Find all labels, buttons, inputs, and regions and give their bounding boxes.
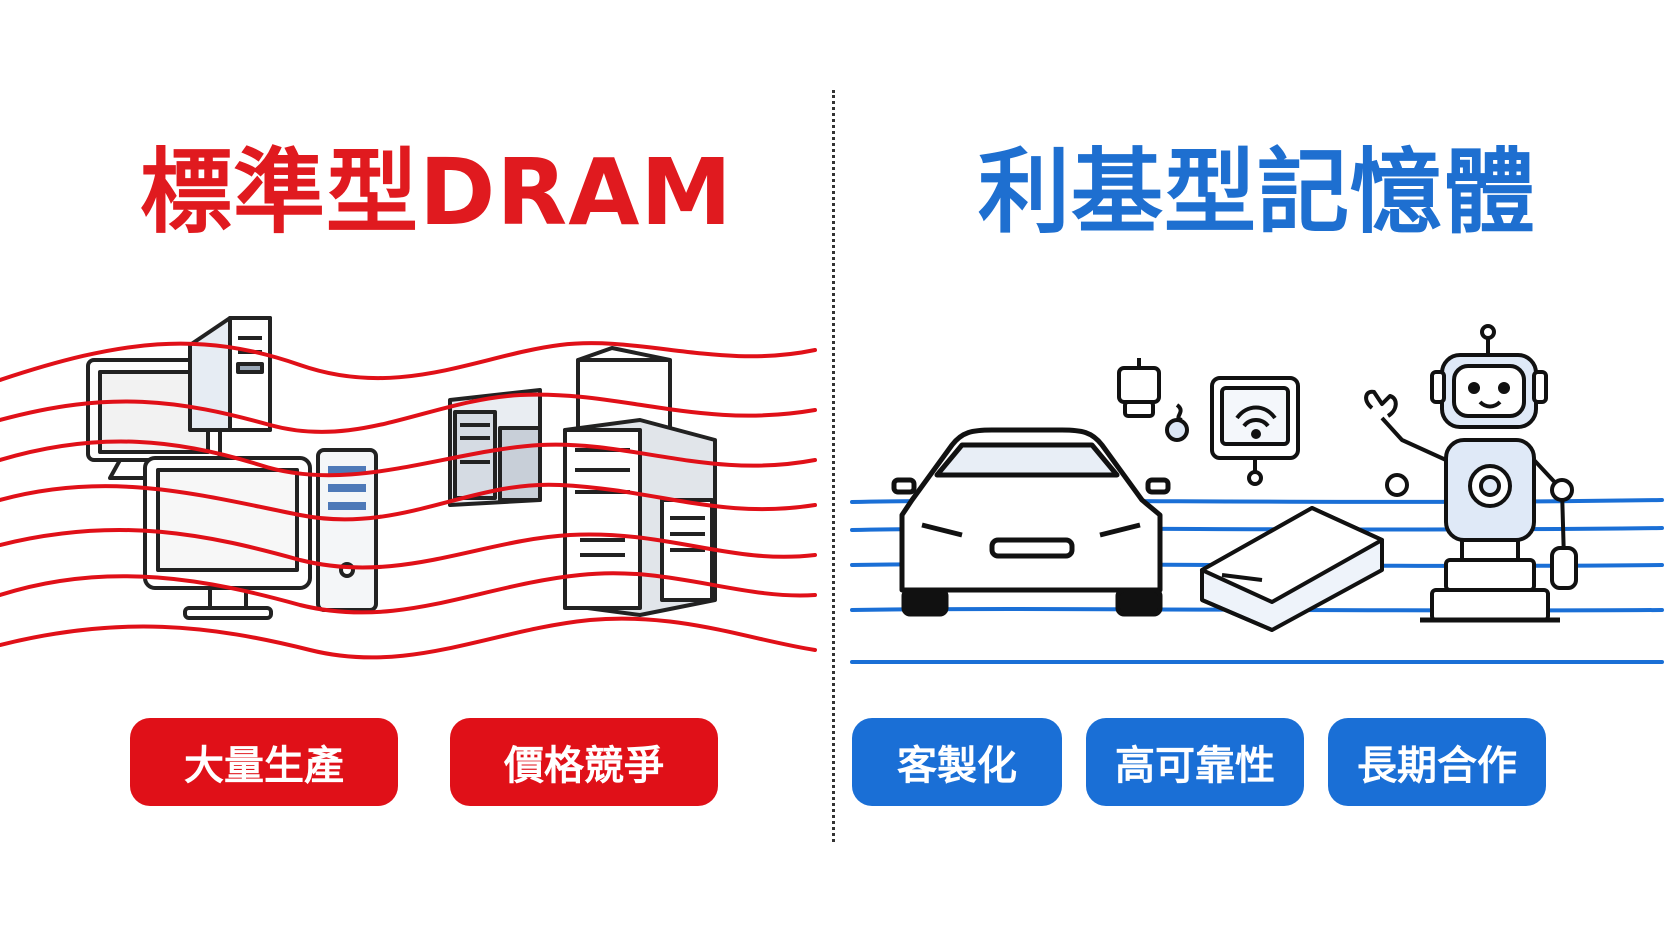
car-icon <box>891 427 1171 617</box>
niche-memory-illustration <box>850 324 1664 665</box>
center-divider <box>832 90 835 842</box>
tag-customization: 客製化 <box>852 718 1062 806</box>
robot-icon <box>1364 324 1578 623</box>
tag-high-reliability: 高可靠性 <box>1086 718 1304 806</box>
desktop-computer-icon <box>143 448 378 620</box>
standard-dram-title: 標準型DRAM <box>140 139 733 246</box>
standard-dram-panel: 標準型DRAM <box>0 0 830 937</box>
iot-device-icon <box>1117 358 1189 442</box>
tag-mass-production: 大量生產 <box>130 718 398 806</box>
red-wave-lines <box>0 341 817 660</box>
pc-tower-icon <box>563 418 717 617</box>
tag-price-competition: 價格競爭 <box>450 718 718 806</box>
tag-long-term-cooperation: 長期合作 <box>1328 718 1546 806</box>
niche-memory-title: 利基型記憶體 <box>978 139 1537 246</box>
niche-memory-panel: 利基型記憶體 <box>842 0 1666 937</box>
standard-dram-illustration <box>0 316 817 660</box>
wifi-module-icon <box>1210 376 1300 486</box>
chip-module-icon <box>1200 506 1384 632</box>
